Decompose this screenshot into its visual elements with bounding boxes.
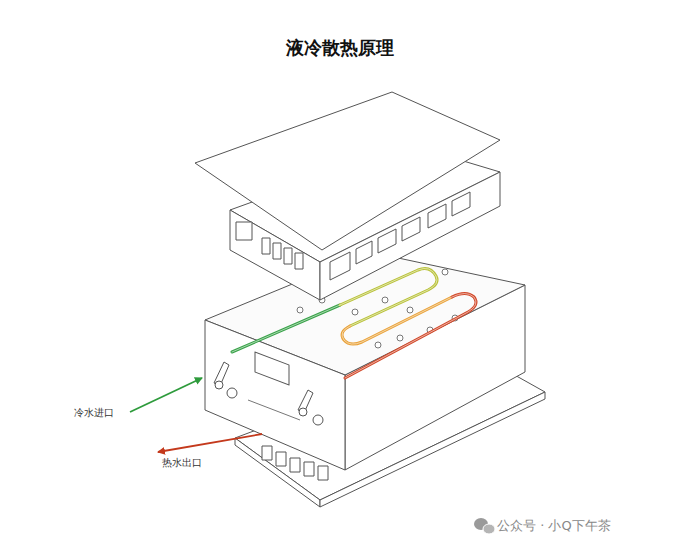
inlet-arrow [130,378,202,412]
inlet-label: 冷水进口 [74,406,114,420]
outlet-arrow [158,434,262,452]
coolant-channel [232,268,476,378]
wechat-icon [474,518,495,534]
cold-plate-box [205,252,525,470]
outlet-label: 热水出口 [162,456,202,470]
watermark: 公众号 · 小Q下午茶 [497,517,611,535]
top-cover [195,92,500,250]
diagram-title: 液冷散热原理 [286,36,394,60]
